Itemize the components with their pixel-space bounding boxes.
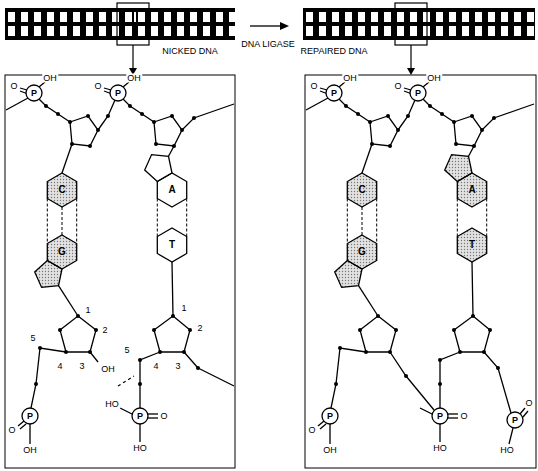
atom-label: O: [309, 82, 318, 91]
hydroxyl-label: OH: [126, 74, 142, 83]
atom-label: O: [524, 399, 533, 408]
phosphorus-label: P: [436, 412, 444, 421]
base-letter: G: [357, 247, 367, 257]
phosphorus-label: P: [136, 412, 144, 421]
base-letter: C: [57, 185, 66, 195]
carbon-number: 4: [152, 362, 159, 371]
carbon-number: 4: [56, 362, 63, 371]
base-shading: [35, 155, 487, 288]
phosphorus-label: P: [511, 416, 519, 425]
carbon-number: 3: [78, 362, 85, 371]
hydroxyl-label: HO: [499, 446, 515, 455]
base-letter: T: [168, 240, 176, 250]
base-letter: C: [357, 185, 366, 195]
atom-label: O: [7, 426, 16, 435]
phosphorus-label: P: [326, 412, 334, 421]
atom-label: O: [9, 82, 18, 91]
atom-label: O: [459, 412, 468, 421]
repaired-structure: [306, 82, 534, 444]
phosphorus-label: P: [114, 89, 122, 98]
base-letter: A: [167, 185, 176, 195]
hydroxyl-label: HO: [432, 444, 448, 453]
base-letter: T: [468, 240, 476, 250]
phosphorus-label: P: [414, 89, 422, 98]
carbon-number: 5: [29, 334, 36, 343]
hydroxyl-label: OH: [342, 74, 358, 83]
atom-label: O: [93, 82, 102, 91]
phosphorus-label: P: [30, 89, 38, 98]
hydroxyl-label: HO: [104, 400, 120, 409]
phosphorus-label: P: [26, 412, 34, 421]
hydroxyl-label: OH: [100, 365, 116, 374]
strand-label: REPAIRED DNA: [300, 47, 369, 56]
carbon-number: 3: [174, 362, 181, 371]
carbon-number: 1: [84, 306, 91, 315]
enzyme-label: DNA LIGASE: [240, 40, 296, 49]
base-letter: G: [57, 247, 67, 257]
atom-label: O: [307, 426, 316, 435]
dna-ladder: [5, 3, 535, 75]
atom-label: O: [159, 412, 168, 421]
hydroxyl-label: OH: [42, 74, 58, 83]
detail-panel: [5, 75, 536, 468]
atom-label: O: [393, 82, 402, 91]
carbon-number: 5: [123, 346, 130, 355]
phosphorus-label: P: [330, 89, 338, 98]
hydroxyl-label: OH: [322, 446, 338, 455]
carbon-number: 2: [101, 326, 108, 335]
strand-label: NICKED DNA: [161, 47, 219, 56]
carbon-number: 2: [196, 324, 203, 333]
ligase-arrow: [250, 22, 289, 30]
hydroxyl-label: OH: [426, 74, 442, 83]
nicked-structure: [6, 82, 234, 444]
hydroxyl-label: OH: [22, 446, 38, 455]
carbon-number: 1: [180, 304, 187, 313]
base-letter: A: [467, 185, 476, 195]
hydroxyl-label: HO: [132, 444, 148, 453]
